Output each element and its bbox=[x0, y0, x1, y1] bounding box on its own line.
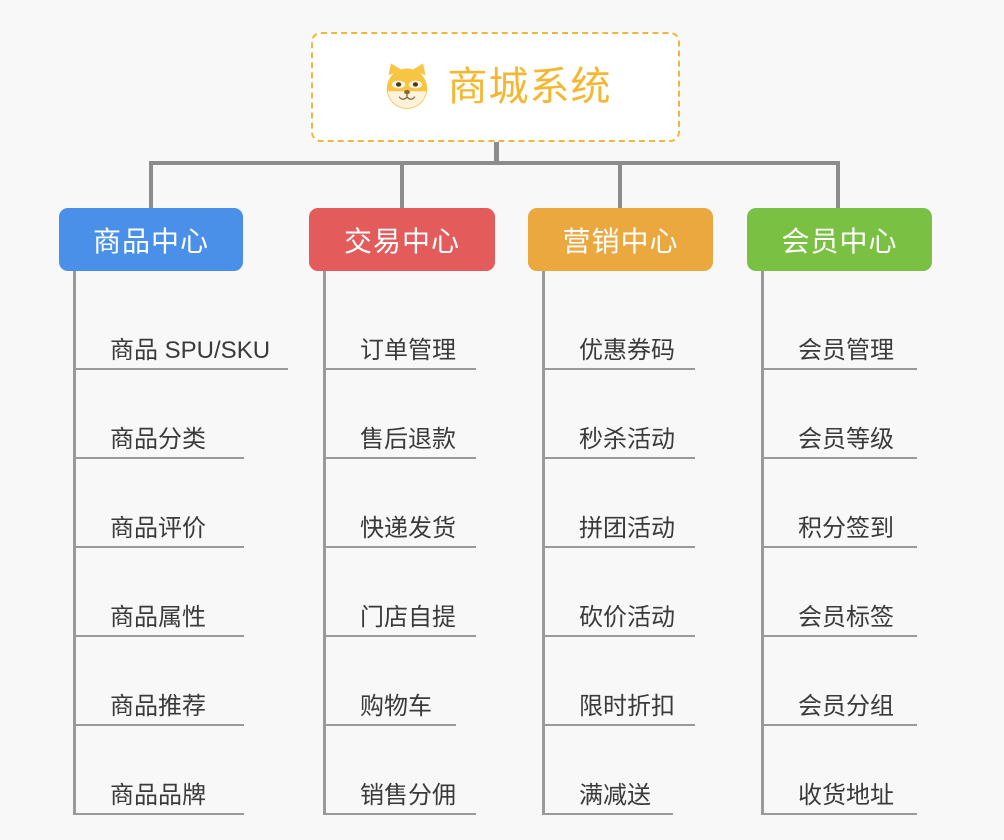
connector-drop-column-1 bbox=[149, 161, 153, 209]
connector-root-stem bbox=[494, 142, 499, 164]
leaf-item[interactable]: 商品品牌 bbox=[76, 726, 259, 815]
leaf-label: 商品评价 bbox=[110, 514, 206, 542]
category-header-4-label: 会员中心 bbox=[781, 225, 898, 257]
leaf-item[interactable]: 快递发货 bbox=[326, 459, 505, 548]
connector-drop-column-3 bbox=[618, 161, 622, 209]
leaf-item[interactable]: 优惠券码 bbox=[545, 281, 724, 370]
leaf-label: 优惠券码 bbox=[579, 336, 675, 364]
leaf-label: 会员标签 bbox=[798, 603, 894, 631]
leaf-underline bbox=[76, 813, 244, 815]
leaf-underline bbox=[764, 813, 917, 815]
category-header-1[interactable]: 商品中心 bbox=[59, 208, 243, 271]
leaf-label: 秒杀活动 bbox=[579, 425, 675, 453]
leaf-label: 售后退款 bbox=[360, 425, 456, 453]
leaf-item[interactable]: 售后退款 bbox=[326, 370, 505, 459]
branch-column-3: 营销中心 优惠券码 秒杀活动 拼团活动 砍价活动 限时折扣 bbox=[528, 208, 724, 815]
leaf-item[interactable]: 商品评价 bbox=[76, 459, 259, 548]
leaf-label: 商品属性 bbox=[110, 603, 206, 631]
leaf-item[interactable]: 门店自提 bbox=[326, 548, 505, 637]
leaf-label: 销售分佣 bbox=[360, 781, 456, 809]
leaf-underline bbox=[326, 724, 456, 726]
leaf-item[interactable]: 拼团活动 bbox=[545, 459, 724, 548]
leaf-label: 会员分组 bbox=[798, 692, 894, 720]
leaf-item[interactable]: 商品分类 bbox=[76, 370, 259, 459]
leaf-item[interactable]: 销售分佣 bbox=[326, 726, 505, 815]
leaf-underline bbox=[545, 546, 695, 548]
leaf-underline bbox=[326, 368, 476, 370]
leaf-underline bbox=[545, 368, 695, 370]
leaf-label: 购物车 bbox=[360, 692, 432, 720]
leaf-label: 积分签到 bbox=[798, 514, 894, 542]
leaf-item[interactable]: 商品属性 bbox=[76, 548, 259, 637]
leaf-underline bbox=[764, 635, 917, 637]
branch-column-1: 商品中心 商品 SPU/SKU 商品分类 商品评价 商品属性 商品推荐 bbox=[59, 208, 288, 815]
category-header-2-label: 交易中心 bbox=[343, 225, 460, 257]
category-header-4[interactable]: 会员中心 bbox=[747, 208, 932, 271]
connector-drop-column-4 bbox=[836, 161, 840, 209]
leaf-item[interactable]: 会员标签 bbox=[764, 548, 947, 637]
branch-column-2: 交易中心 订单管理 售后退款 快递发货 门店自提 购物车 bbox=[309, 208, 505, 815]
leaf-label: 商品 SPU/SKU bbox=[110, 336, 271, 364]
category-header-1-label: 商品中心 bbox=[92, 225, 209, 257]
leaf-underline bbox=[76, 457, 244, 459]
leaf-item[interactable]: 积分签到 bbox=[764, 459, 947, 548]
leaf-item[interactable]: 购物车 bbox=[326, 637, 505, 726]
leaf-list-4: 会员管理 会员等级 积分签到 会员标签 会员分组 收货地址 bbox=[761, 271, 947, 815]
leaf-item[interactable]: 商品 SPU/SKU bbox=[76, 281, 288, 370]
category-header-2[interactable]: 交易中心 bbox=[309, 208, 495, 271]
leaf-item[interactable]: 订单管理 bbox=[326, 281, 505, 370]
leaf-label: 订单管理 bbox=[360, 336, 456, 364]
leaf-underline bbox=[764, 368, 917, 370]
leaf-underline bbox=[76, 546, 244, 548]
leaf-label: 门店自提 bbox=[360, 603, 456, 631]
connector-horizontal-bus bbox=[149, 161, 840, 165]
leaf-underline bbox=[326, 546, 476, 548]
leaf-underline bbox=[545, 457, 695, 459]
leaf-label: 快递发货 bbox=[360, 514, 456, 542]
category-header-3[interactable]: 营销中心 bbox=[528, 208, 713, 271]
leaf-label: 收货地址 bbox=[798, 781, 894, 809]
connector-drop-column-2 bbox=[400, 161, 404, 209]
leaf-item[interactable]: 会员分组 bbox=[764, 637, 947, 726]
shiba-dog-emoji-icon bbox=[380, 60, 434, 114]
leaf-underline bbox=[76, 635, 244, 637]
root-title: 商城系统 bbox=[447, 65, 612, 109]
leaf-underline bbox=[326, 813, 476, 815]
leaf-underline bbox=[326, 635, 476, 637]
leaf-label: 拼团活动 bbox=[579, 514, 675, 542]
leaf-item[interactable]: 秒杀活动 bbox=[545, 370, 724, 459]
leaf-underline bbox=[76, 724, 244, 726]
leaf-item[interactable]: 收货地址 bbox=[764, 726, 947, 815]
leaf-item[interactable]: 满减送 bbox=[545, 726, 724, 815]
leaf-item[interactable]: 商品推荐 bbox=[76, 637, 259, 726]
leaf-underline bbox=[764, 724, 917, 726]
leaf-label: 商品品牌 bbox=[110, 781, 206, 809]
root-node[interactable]: 商城系统 bbox=[311, 32, 680, 142]
leaf-item[interactable]: 限时折扣 bbox=[545, 637, 724, 726]
leaf-list-3: 优惠券码 秒杀活动 拼团活动 砍价活动 限时折扣 满减送 bbox=[542, 271, 724, 815]
leaf-underline bbox=[764, 457, 917, 459]
leaf-underline bbox=[545, 813, 673, 815]
category-header-3-label: 营销中心 bbox=[562, 225, 679, 257]
leaf-label: 砍价活动 bbox=[579, 603, 675, 631]
leaf-list-1: 商品 SPU/SKU 商品分类 商品评价 商品属性 商品推荐 商品品牌 bbox=[73, 271, 288, 815]
leaf-underline bbox=[545, 635, 695, 637]
leaf-underline bbox=[76, 368, 288, 370]
leaf-item[interactable]: 会员等级 bbox=[764, 370, 947, 459]
leaf-label: 限时折扣 bbox=[579, 692, 675, 720]
leaf-underline bbox=[545, 724, 695, 726]
leaf-item[interactable]: 会员管理 bbox=[764, 281, 947, 370]
leaf-label: 会员管理 bbox=[798, 336, 894, 364]
leaf-list-2: 订单管理 售后退款 快递发货 门店自提 购物车 销售分佣 bbox=[323, 271, 505, 815]
leaf-label: 满减送 bbox=[579, 781, 651, 809]
leaf-underline bbox=[764, 546, 917, 548]
branch-column-4: 会员中心 会员管理 会员等级 积分签到 会员标签 会员分组 bbox=[747, 208, 947, 815]
leaf-label: 会员等级 bbox=[798, 425, 894, 453]
leaf-label: 商品分类 bbox=[110, 425, 206, 453]
leaf-label: 商品推荐 bbox=[110, 692, 206, 720]
leaf-item[interactable]: 砍价活动 bbox=[545, 548, 724, 637]
leaf-underline bbox=[326, 457, 476, 459]
